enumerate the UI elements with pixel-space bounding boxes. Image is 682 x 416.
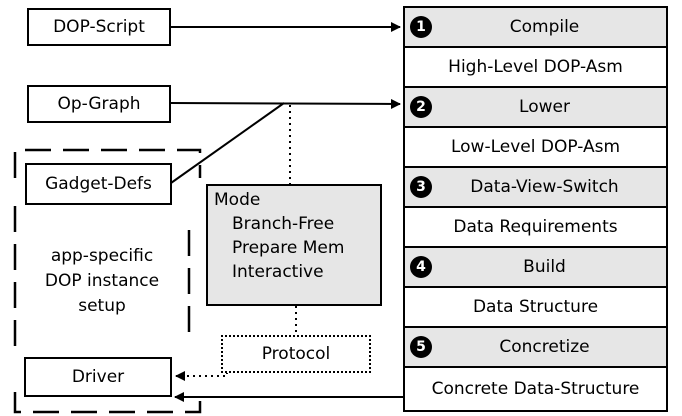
output-3-label: Data Requirements bbox=[453, 217, 618, 237]
output-data-requirements: Data Requirements bbox=[403, 206, 668, 248]
driver-box: Driver bbox=[24, 357, 172, 397]
stage-data-view-switch-label: Data-View-Switch bbox=[470, 177, 619, 197]
stage-lower: 2 Lower bbox=[403, 86, 668, 128]
output-5-label: Concrete Data-Structure bbox=[431, 379, 640, 399]
step-4-badge: 4 bbox=[410, 256, 432, 278]
arrow-protocol-to-driver bbox=[175, 371, 228, 381]
setup-line-1: app-specific bbox=[50, 246, 154, 266]
gadget-defs-label: Gadget-Defs bbox=[45, 174, 152, 194]
stage-build-label: Build bbox=[523, 257, 566, 277]
output-data-structure: Data Structure bbox=[403, 286, 668, 328]
protocol-label: Protocol bbox=[261, 344, 331, 364]
line-gadget-join bbox=[170, 102, 285, 184]
step-1-badge: 1 bbox=[410, 16, 432, 38]
dop-script-label: DOP-Script bbox=[53, 17, 145, 37]
output-high-level-asm: High-Level DOP-Asm bbox=[403, 46, 668, 88]
step-2-badge: 2 bbox=[410, 96, 432, 118]
mode-option-prepare-mem: Prepare Mem bbox=[232, 238, 345, 258]
stage-build: 4 Build bbox=[403, 246, 668, 288]
stage-compile: 1 Compile bbox=[403, 6, 668, 48]
setup-description: app-specific DOP instance setup bbox=[22, 244, 182, 319]
stage-lower-label: Lower bbox=[519, 97, 570, 117]
stage-data-view-switch: 3 Data-View-Switch bbox=[403, 166, 668, 208]
stage-compile-label: Compile bbox=[509, 17, 580, 37]
step-3-badge: 3 bbox=[410, 176, 432, 198]
setup-line-3: setup bbox=[78, 296, 126, 316]
protocol-box: Protocol bbox=[221, 335, 371, 373]
mode-box: Mode Branch-Free Prepare Mem Interactive bbox=[206, 184, 382, 306]
arrow-opgraph-to-lower bbox=[169, 98, 401, 109]
mode-title: Mode bbox=[214, 190, 261, 210]
mode-option-interactive: Interactive bbox=[232, 262, 324, 282]
step-5-badge: 5 bbox=[410, 336, 432, 358]
output-4-label: Data Structure bbox=[472, 297, 599, 317]
output-2-label: Low-Level DOP-Asm bbox=[450, 137, 621, 157]
output-concrete-data-structure: Concrete Data-Structure bbox=[403, 366, 668, 412]
setup-line-2: DOP instance bbox=[44, 271, 160, 291]
op-graph-box: Op-Graph bbox=[27, 85, 171, 123]
stage-concretize-label: Concretize bbox=[499, 337, 590, 357]
output-1-label: High-Level DOP-Asm bbox=[448, 57, 623, 77]
output-low-level-asm: Low-Level DOP-Asm bbox=[403, 126, 668, 168]
mode-option-branch-free: Branch-Free bbox=[232, 214, 335, 234]
driver-label: Driver bbox=[71, 367, 125, 387]
op-graph-label: Op-Graph bbox=[57, 94, 141, 114]
stage-concretize: 5 Concretize bbox=[403, 326, 668, 368]
gadget-defs-box: Gadget-Defs bbox=[25, 163, 172, 205]
dop-script-box: DOP-Script bbox=[27, 8, 171, 46]
